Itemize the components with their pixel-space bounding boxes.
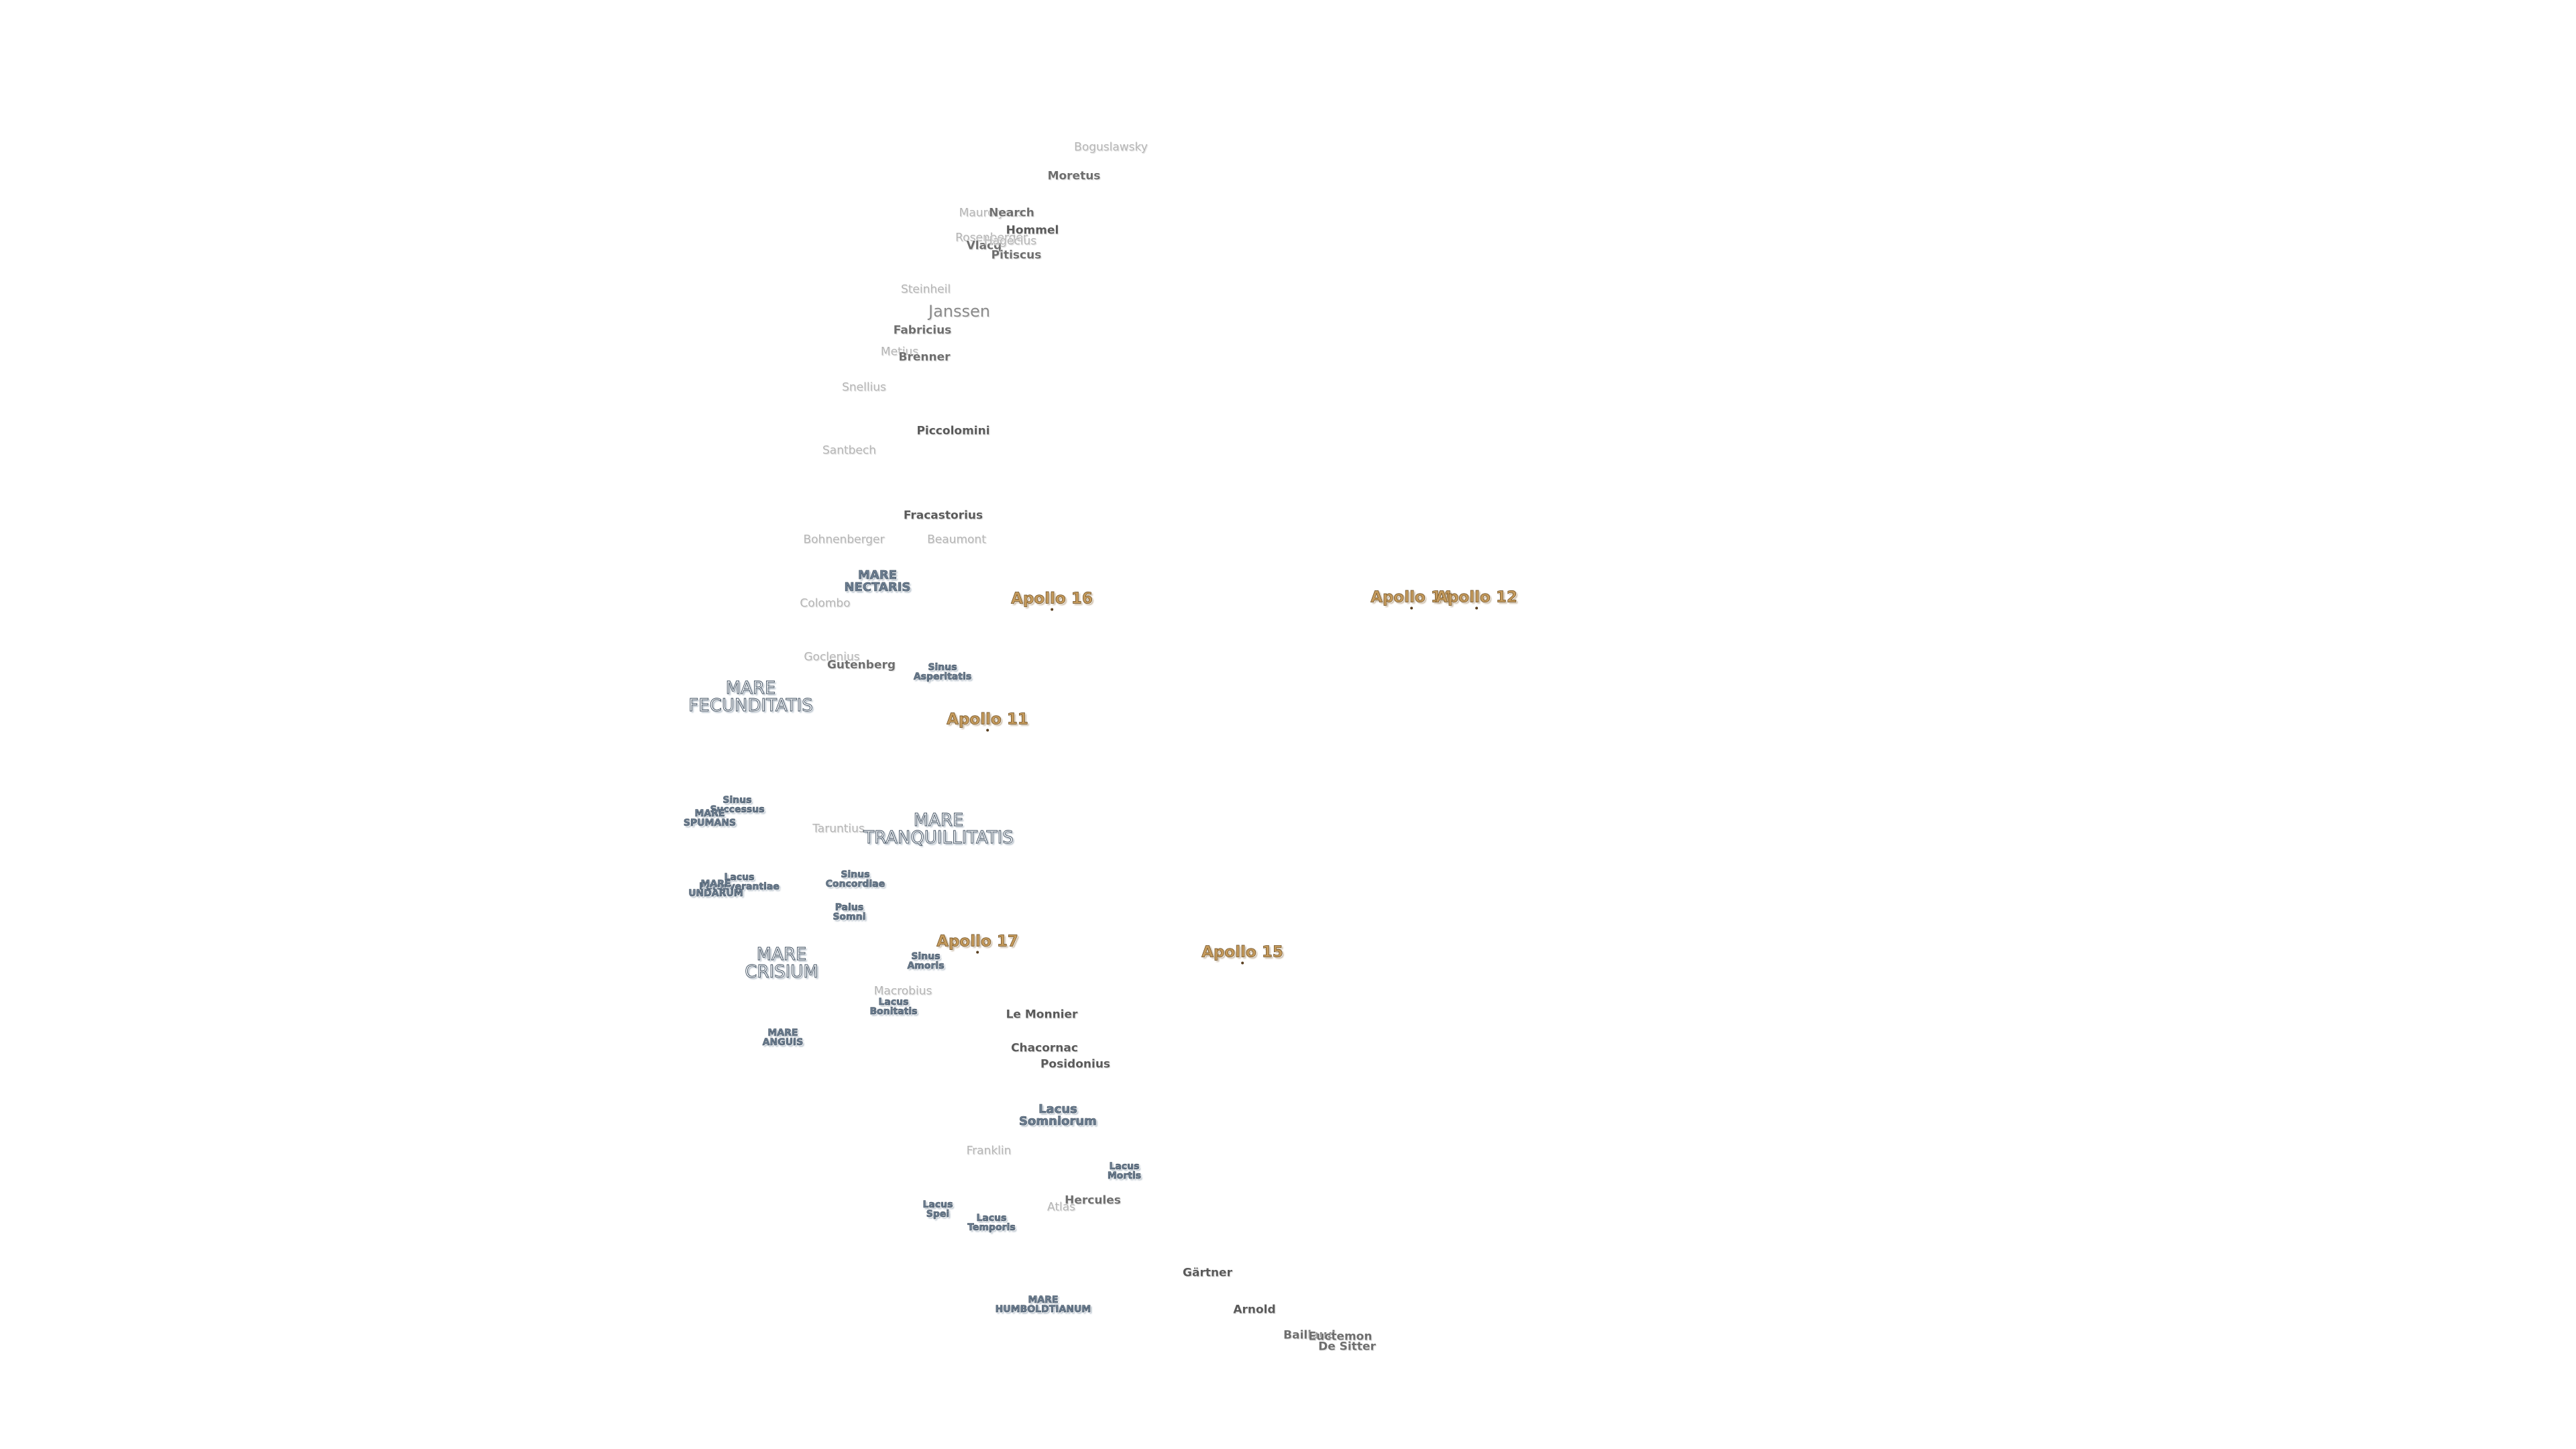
- crater-label-santbech: Santbech: [822, 443, 877, 458]
- crater-label-maurolycus: Maurolycus: [959, 206, 1024, 220]
- crater-label-pitiscus: Pitiscus: [991, 248, 1042, 262]
- crater-label-macrobius: Macrobius: [873, 984, 932, 998]
- mare-label-tranquillitatis: MARE TRANQUILLITATIS: [863, 810, 1014, 848]
- apollo-11-landing-site[interactable]: Apollo 11: [947, 712, 1028, 732]
- mare-label-lacus-spei: Lacus Spei: [922, 1199, 953, 1220]
- mare-label-lacus-bonitatis: Lacus Bonitatis: [869, 997, 918, 1017]
- crater-label-metius: Metius: [880, 345, 919, 359]
- mare-label-humboldtianum: MARE HUMBOLDTIANUM: [995, 1295, 1091, 1315]
- crater-label-piccolomini: Piccolomini: [916, 424, 990, 438]
- apollo-17-landing-site[interactable]: Apollo 17: [936, 934, 1018, 954]
- crater-label-baillaud: Baillaud: [1283, 1328, 1336, 1342]
- mare-label-undarum: MARE UNDARUM: [688, 879, 743, 899]
- crater-label-chacornac: Chacornac: [1011, 1041, 1078, 1055]
- apollo-14-landing-site[interactable]: Apollo 14: [1371, 590, 1452, 610]
- crater-label-colombo: Colombo: [800, 596, 851, 610]
- crater-label-gutenberg: Gutenberg: [826, 658, 896, 672]
- crater-label-boguslawsky: Boguslawsky: [1074, 140, 1148, 154]
- crater-label-steinheil: Steinheil: [900, 282, 951, 297]
- mare-label-sinus-successus: Sinus Successus: [710, 795, 765, 815]
- mare-label-nectaris: MARE NECTARIS: [844, 568, 911, 594]
- apollo-12-landing-site[interactable]: Apollo 12: [1436, 590, 1517, 610]
- mare-label-palus-somni: Palus Somni: [833, 902, 866, 922]
- landing-site-marker-icon: [1410, 606, 1413, 610]
- crater-label-goclenius: Goclenius: [804, 650, 860, 664]
- crater-label-janssen: Janssen: [928, 302, 990, 321]
- landing-site-marker-icon: [1475, 606, 1478, 610]
- mare-label-sinus-concordiae: Sinus Concordiae: [825, 869, 885, 890]
- crater-label-snellius: Snellius: [842, 380, 886, 394]
- apollo-16-landing-site[interactable]: Apollo 16: [1011, 591, 1093, 611]
- crater-label-arnold: Arnold: [1233, 1303, 1276, 1317]
- crater-label-hagecius: Hagecius: [983, 234, 1037, 248]
- crater-label-fracastorius: Fracastorius: [903, 508, 983, 523]
- mare-label-sinus-amoris: Sinus Amoris: [907, 951, 945, 971]
- landing-site-marker-icon: [1241, 961, 1244, 965]
- mare-label-fecunditatis: MARE FECUNDITATIS: [688, 678, 813, 716]
- apollo-15-landing-site[interactable]: Apollo 15: [1201, 945, 1283, 965]
- landing-site-marker-icon: [986, 729, 989, 732]
- crater-label-moretus: Moretus: [1047, 169, 1101, 183]
- crater-label-beaumont: Beaumont: [927, 533, 986, 547]
- crater-label-franklin: Franklin: [966, 1144, 1012, 1158]
- mare-label-crisium: MARE CRISIUM: [745, 945, 818, 982]
- mare-label-lacus-temporis: Lacus Temporis: [967, 1213, 1016, 1233]
- landing-site-marker-icon: [976, 951, 979, 954]
- landing-site-marker-icon: [1051, 608, 1053, 611]
- crater-label-brenner: Brenner: [898, 350, 951, 364]
- crater-label-le-monnier: Le Monnier: [1006, 1008, 1078, 1022]
- mare-label-anguis: MARE ANGUIS: [762, 1028, 804, 1048]
- crater-label-taruntius: Taruntius: [812, 822, 865, 836]
- crater-label-euctemon: Euctemon: [1308, 1330, 1373, 1344]
- mare-label-lacus-somniorum: Lacus Somniorum: [1019, 1102, 1097, 1128]
- crater-label-nearch: Nearch: [989, 206, 1034, 220]
- crater-label-rosenberger: Rosenberger: [955, 231, 1028, 245]
- crater-label-posidonius: Posidonius: [1040, 1057, 1111, 1071]
- crater-label-bohnenberger: Bohnenberger: [803, 533, 885, 547]
- crater-label-fabricius: Fabricius: [893, 323, 952, 337]
- crater-label-vlacq: Vlacq: [966, 239, 1002, 253]
- mare-label-sinus-asperitatis: Sinus Asperitatis: [913, 662, 972, 682]
- crater-label-hommel: Hommel: [1006, 223, 1059, 237]
- crater-label-gartner: Gärtner: [1183, 1266, 1232, 1280]
- crater-label-de-sitter: De Sitter: [1318, 1340, 1376, 1354]
- mare-label-spumans: MARE SPUMANS: [683, 808, 737, 828]
- crater-label-atlas: Atlas: [1047, 1200, 1075, 1214]
- mare-label-lacus-mortis: Lacus Mortis: [1107, 1161, 1142, 1181]
- crater-label-hercules: Hercules: [1065, 1193, 1121, 1208]
- mare-label-lacus-perseverantiae: Lacus Perseverantiae: [699, 872, 780, 892]
